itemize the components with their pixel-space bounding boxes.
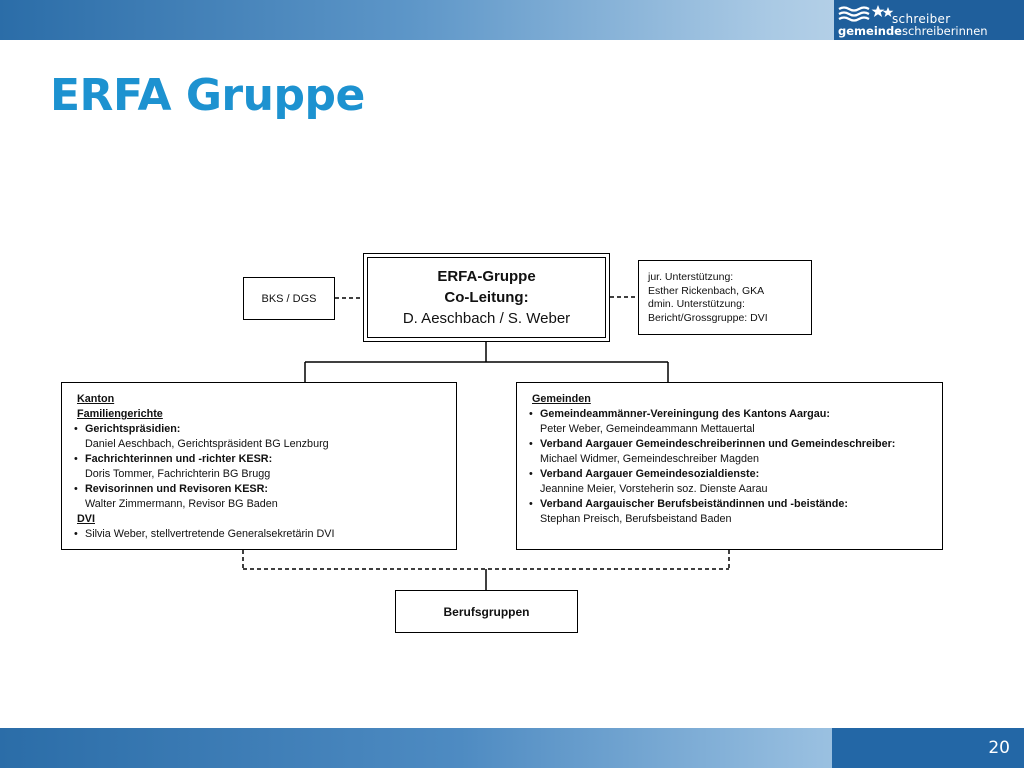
- support-line: jur. Unterstützung:: [648, 271, 734, 283]
- bullet-icon: •: [529, 408, 533, 420]
- list-item: •Silvia Weber, stellvertretende Generals…: [74, 528, 335, 540]
- gemeinden-heading: Gemeinden: [532, 393, 591, 405]
- support-line: Bericht/Grossgruppe: DVI: [648, 311, 768, 324]
- list-item-person: Daniel Aeschbach, Gerichtspräsident BG L…: [85, 438, 329, 450]
- bullet-icon: •: [529, 468, 533, 480]
- logo: schreiber gemeindeschreiberinnen: [834, 0, 1024, 40]
- page-number-box: 20: [832, 728, 1024, 768]
- list-item: •Gerichtspräsidien:: [74, 423, 181, 435]
- erfa-main-title: ERFA-Gruppe: [437, 268, 536, 285]
- bullet-icon: •: [529, 498, 533, 510]
- berufsgruppen-label: Berufsgruppen: [443, 604, 530, 619]
- kanton-subheading: Familiengerichte: [77, 408, 163, 420]
- list-item: •Revisorinnen und Revisoren KESR:: [74, 483, 268, 495]
- erfa-main-names: D. Aeschbach / S. Weber: [402, 310, 571, 327]
- list-item-person: Doris Tommer, Fachrichterin BG Brugg: [85, 468, 271, 480]
- support-box: jur. Unterstützung: Esther Rickenbach, G…: [638, 260, 812, 335]
- bullet-icon: •: [74, 528, 78, 540]
- bullet-icon: •: [74, 423, 78, 435]
- bks-dgs-label: BKS / DGS: [261, 292, 317, 305]
- support-line: dmin. Unterstützung:: [648, 298, 745, 310]
- list-item-person: Michael Widmer, Gemeindeschreiber Magden: [540, 453, 760, 465]
- waves-stars-icon: [838, 5, 894, 22]
- list-item: •Verband Aargauischer Berufsbeiständinne…: [529, 498, 848, 510]
- list-item-person: Peter Weber, Gemeindeammann Mettauertal: [540, 423, 755, 435]
- kanton-heading: Kanton: [77, 393, 115, 405]
- gemeinden-box: Gemeinden •Gemeindeammänner-Vereiningung…: [516, 382, 943, 550]
- logo-text-top: schreiber: [892, 12, 951, 26]
- list-item-person: Stephan Preisch, Berufsbeistand Baden: [540, 513, 732, 525]
- support-line: Esther Rickenbach, GKA: [648, 284, 765, 297]
- erfa-main-subtitle: Co-Leitung:: [444, 289, 529, 306]
- bullet-icon: •: [74, 453, 78, 465]
- erfa-main-box: ERFA-Gruppe Co-Leitung: D. Aeschbach / S…: [363, 253, 610, 342]
- list-item: •Verband Aargauer Gemeindesozialdienste:: [529, 468, 760, 480]
- bullet-icon: •: [529, 438, 533, 450]
- list-item: •Fachrichterinnen und -richter KESR:: [74, 453, 273, 465]
- list-item-person: Walter Zimmermann, Revisor BG Baden: [85, 498, 278, 510]
- list-item-person: Jeannine Meier, Vorsteherin soz. Dienste…: [540, 483, 768, 495]
- dvi-heading: DVI: [77, 513, 95, 525]
- kanton-box: Kanton Familiengerichte •Gerichtspräsidi…: [61, 382, 457, 550]
- logo-text-regular: schreiberinnen: [901, 24, 988, 38]
- logo-text-bold: gemeinde: [838, 24, 902, 38]
- logo-text-bottom: gemeindeschreiberinnen: [838, 24, 988, 38]
- bks-dgs-box: BKS / DGS: [243, 277, 335, 320]
- list-item: •Gemeindeammänner-Vereiningung des Kanto…: [529, 408, 830, 420]
- page-number: 20: [988, 738, 1010, 758]
- bullet-icon: •: [74, 483, 78, 495]
- slide-title: ERFA Gruppe: [50, 70, 365, 121]
- list-item: •Verband Aargauer Gemeindeschreiberinnen…: [529, 438, 896, 450]
- berufsgruppen-box: Berufsgruppen: [395, 590, 578, 633]
- erfa-main-inner: ERFA-Gruppe Co-Leitung: D. Aeschbach / S…: [367, 257, 606, 338]
